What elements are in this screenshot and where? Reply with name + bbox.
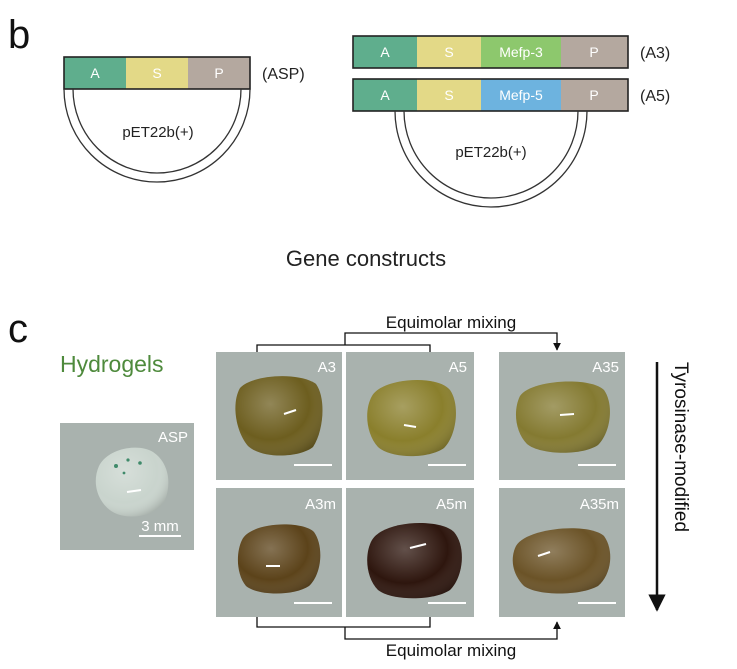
- segment-label: P: [589, 44, 598, 60]
- segment-mefp3: [481, 36, 561, 68]
- photo-label: ASP: [158, 429, 188, 446]
- gel-shading: [512, 528, 611, 594]
- plasmid-label: pET22b(+): [122, 124, 193, 141]
- plasmid-right: pET22b(+): [394, 110, 588, 208]
- plasmid-label: pET22b(+): [455, 144, 526, 161]
- photo-a5: A5: [346, 352, 474, 480]
- gel-shading: [237, 524, 321, 594]
- gel-highlight: [283, 409, 297, 415]
- hydrogel-photos: ASP 3 mm A3 A5 A35: [60, 352, 625, 617]
- photo-label: A3: [318, 359, 336, 376]
- segment-a: [64, 57, 126, 89]
- bracket-arrow: [344, 332, 561, 351]
- segment-label: A: [90, 65, 100, 81]
- segment-label: A: [380, 44, 390, 60]
- segment-a: [353, 79, 417, 111]
- scale-bar-label: 3 mm: [141, 518, 179, 535]
- construct-outline: [352, 78, 629, 112]
- photo-a3m: A3m: [216, 488, 342, 617]
- plasmid-outer-arc: [63, 88, 251, 183]
- construct-outline: [63, 56, 251, 90]
- photo-a35m: A35m: [499, 488, 625, 617]
- construct-tag: (A3): [640, 45, 670, 62]
- photo-label: A3m: [305, 496, 336, 513]
- segment-label: S: [152, 65, 161, 81]
- gel-shading: [367, 379, 456, 457]
- segment-label: Mefp-3: [499, 44, 543, 60]
- segment-label: S: [444, 44, 453, 60]
- segment-label: S: [444, 87, 453, 103]
- photo-a35: A35: [499, 352, 625, 480]
- gel-shading: [515, 381, 610, 453]
- segment-label: A: [380, 87, 390, 103]
- segment-s: [126, 57, 188, 89]
- construct-a3: A S Mefp-3 P (A3): [352, 35, 670, 69]
- plasmid-inner-arc: [72, 88, 242, 174]
- tyrosinase-label: Tyrosinase-modified: [670, 362, 691, 532]
- segment-s: [417, 36, 481, 68]
- segment-a: [353, 36, 417, 68]
- gel-speck: [114, 464, 118, 468]
- bracket-arrow: [344, 621, 561, 640]
- photo-label: A5m: [436, 496, 467, 513]
- segment-p: [561, 79, 628, 111]
- mixing-label-bottom: Equimolar mixing: [386, 641, 516, 660]
- construct-asp: A S P (ASP): [63, 56, 305, 90]
- panel-b-letter: b: [8, 13, 30, 57]
- gel-highlight: [559, 413, 575, 416]
- photo-a3: A3: [216, 352, 342, 480]
- bracket-line: [256, 617, 431, 628]
- gel-shading: [367, 522, 462, 599]
- construct-tag: (ASP): [262, 66, 305, 83]
- photo-asp: ASP 3 mm: [60, 423, 194, 550]
- mixing-label-top: Equimolar mixing: [386, 313, 516, 332]
- gel-speck: [138, 461, 142, 465]
- gel-highlight: [409, 543, 427, 549]
- gel-shading: [95, 447, 169, 517]
- panel-c-letter: c: [8, 307, 28, 351]
- segment-label: P: [214, 65, 223, 81]
- photo-label: A35: [592, 359, 619, 376]
- gel-highlight: [403, 424, 417, 428]
- gel-shading: [235, 376, 323, 456]
- segment-label: P: [589, 87, 598, 103]
- construct-tag: (A5): [640, 88, 670, 105]
- gel-highlight: [537, 551, 551, 557]
- gel-speck: [122, 471, 126, 475]
- hydrogels-title: Hydrogels: [60, 351, 164, 377]
- segment-label: Mefp-5: [499, 87, 543, 103]
- segment-p: [188, 57, 250, 89]
- photo-label: A5: [449, 359, 467, 376]
- plasmid-outer-arc: [394, 110, 588, 208]
- segment-s: [417, 79, 481, 111]
- construct-outline: [352, 35, 629, 69]
- gene-constructs-caption: Gene constructs: [286, 246, 446, 271]
- bracket-line: [256, 344, 431, 355]
- gel-speck: [126, 458, 130, 462]
- construct-a5: A S Mefp-5 P (A5): [352, 78, 670, 112]
- plasmid-left: pET22b(+): [63, 88, 251, 183]
- photo-label: A35m: [580, 496, 619, 513]
- segment-p: [561, 36, 628, 68]
- mixing-bracket-top: [256, 332, 561, 355]
- photo-a5m: A5m: [346, 488, 474, 617]
- plasmid-inner-arc: [403, 110, 579, 199]
- mixing-bracket-bottom: [256, 617, 561, 640]
- segment-mefp5: [481, 79, 561, 111]
- gel-highlight: [126, 489, 142, 493]
